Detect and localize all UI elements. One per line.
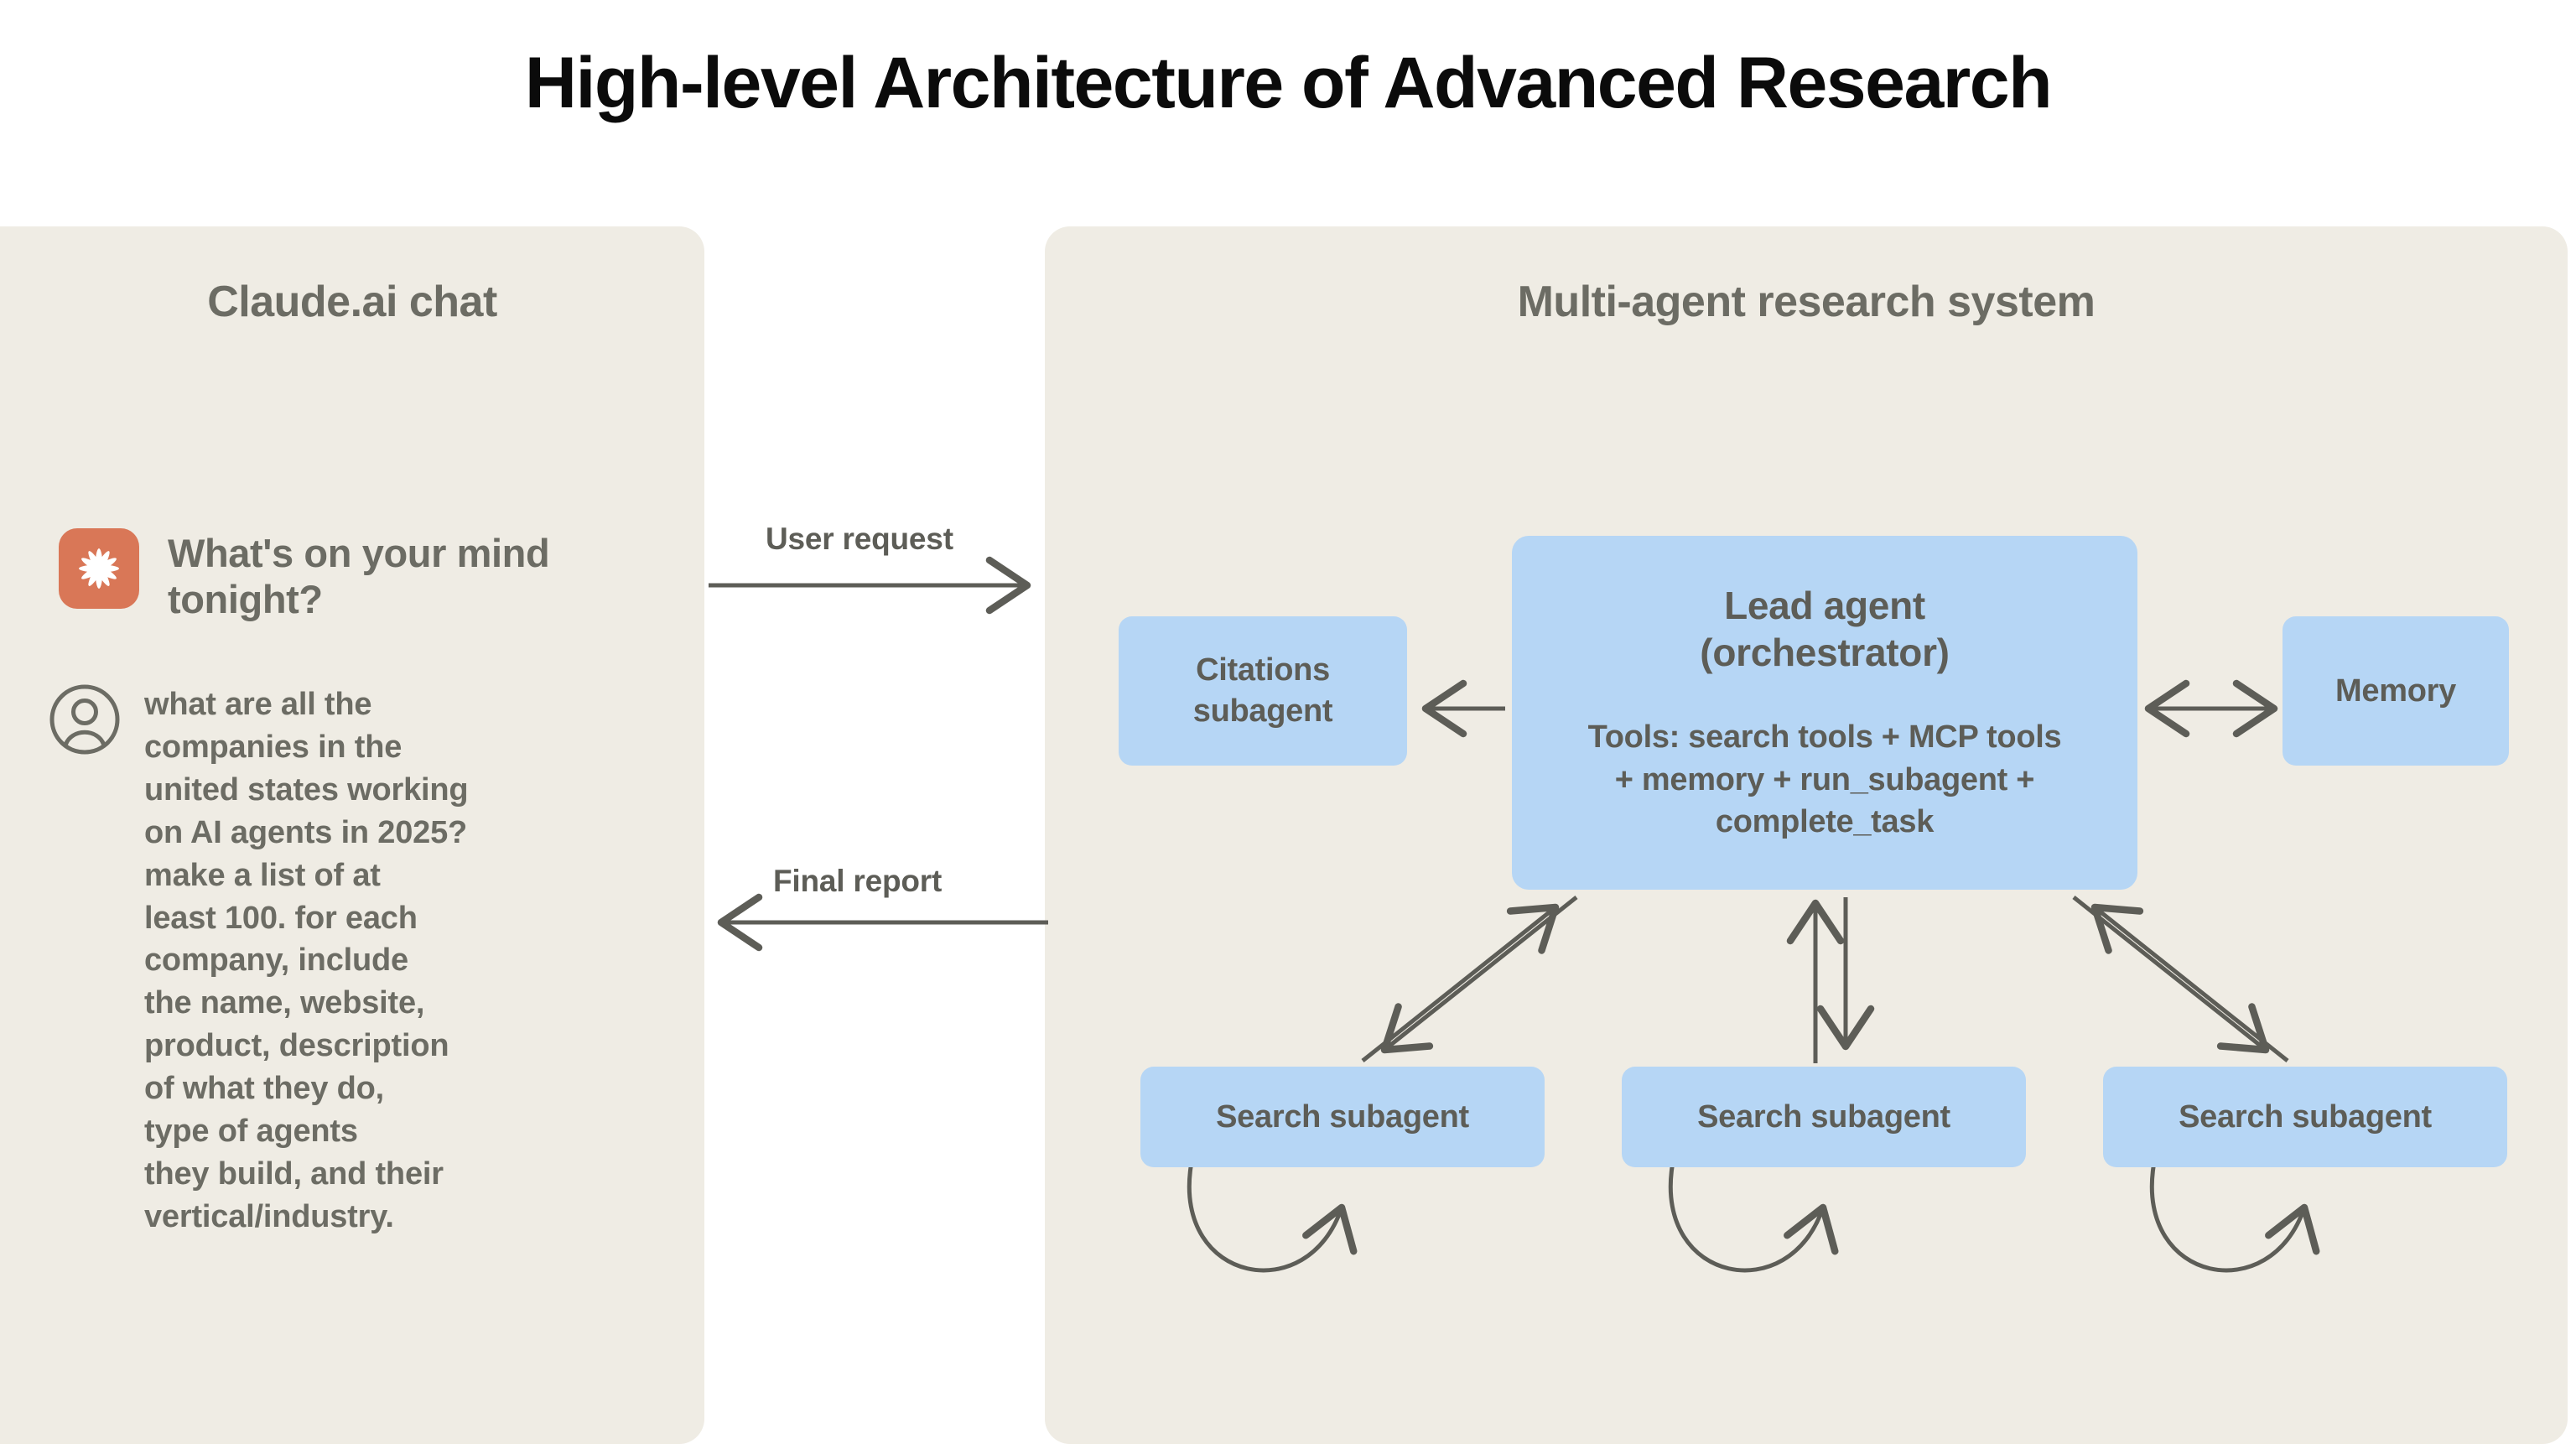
node-lead-agent[interactable]: Lead agent (orchestrator) Tools: search … xyxy=(1512,536,2137,890)
node-search-subagent-3[interactable]: Search subagent xyxy=(2103,1067,2507,1167)
page-title: High-level Architecture of Advanced Rese… xyxy=(524,43,2053,123)
claude-greeting-text: What's on your mind tonight? xyxy=(168,531,550,622)
final-report-label: Final report xyxy=(773,864,943,898)
user-request-label: User request xyxy=(766,522,953,556)
claude-starburst-icon xyxy=(59,528,139,609)
node-lead-agent-title: Lead agent (orchestrator) xyxy=(1700,584,1950,675)
user-message-text: what are all the companies in the united… xyxy=(144,687,469,1234)
node-memory[interactable]: Memory xyxy=(2283,616,2509,766)
user-message-row: what are all the companies in the united… xyxy=(49,683,538,1239)
multi-agent-system-panel-title: Multi-agent research system xyxy=(1517,278,2096,326)
node-search-subagent-2[interactable]: Search subagent xyxy=(1622,1067,2026,1167)
node-citations-subagent[interactable]: Citations subagent xyxy=(1119,616,1407,766)
claude-chat-panel: Claude.ai chat xyxy=(0,226,704,1444)
claude-greeting-row: What's on your mind tonight? xyxy=(59,528,562,623)
node-search-subagent-1[interactable]: Search subagent xyxy=(1140,1067,1545,1167)
user-avatar-icon xyxy=(49,683,121,756)
claude-chat-panel-title: Claude.ai chat xyxy=(207,278,497,326)
node-lead-agent-tools: Tools: search tools + MCP tools + memory… xyxy=(1587,719,2062,840)
